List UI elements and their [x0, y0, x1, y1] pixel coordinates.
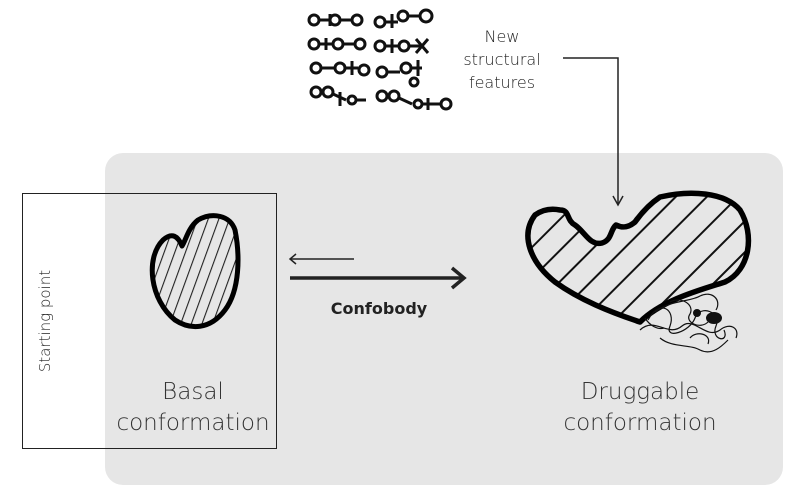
new-structural-features-label: New structural features — [463, 25, 540, 94]
new-features-line-1: New — [484, 27, 520, 46]
new-features-line-3: features — [468, 73, 536, 92]
confobody-squiggle — [639, 293, 738, 353]
forward-arrow — [290, 266, 467, 290]
basal-conformation-label: Basal conformation — [116, 377, 269, 439]
new-features-line-2: structural — [463, 50, 541, 69]
feature-connector-arrow — [563, 57, 624, 207]
basal-line-1: Basal — [162, 379, 224, 405]
basal-shape — [149, 213, 241, 330]
confobody-label: Confobody — [330, 299, 428, 318]
basal-line-2: conformation — [116, 410, 270, 436]
druggable-line-1: Druggable — [580, 379, 700, 405]
druggable-shape — [525, 190, 752, 325]
confobody-knot — [706, 312, 722, 324]
structural-features-glyphs — [307, 8, 453, 111]
confobody-knot — [693, 309, 701, 317]
starting-point-box — [22, 193, 277, 449]
reverse-arrow — [288, 253, 354, 265]
druggable-conformation-label: Druggable conformation — [563, 377, 716, 439]
druggable-line-2: conformation — [563, 410, 717, 436]
